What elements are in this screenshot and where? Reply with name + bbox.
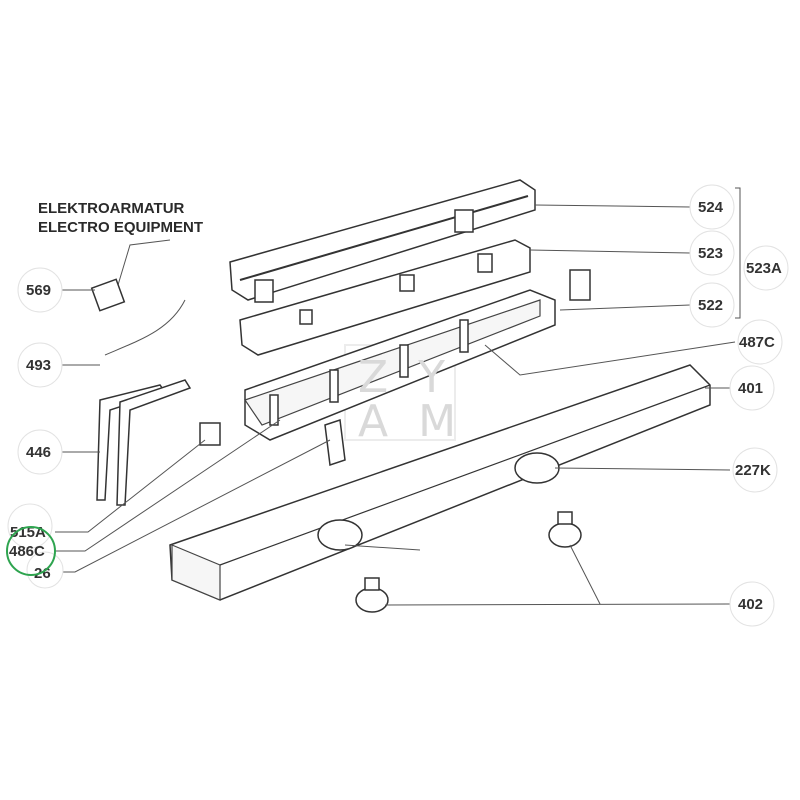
- highlight-circle: [6, 526, 56, 576]
- label-401: 401: [729, 365, 775, 411]
- label-227K: 227K: [732, 447, 778, 493]
- part-401-panel: [169, 364, 711, 601]
- part-26: [324, 418, 346, 467]
- svg-text:523: 523: [698, 245, 723, 262]
- svg-text:524: 524: [698, 199, 724, 216]
- svg-text:401: 401: [738, 380, 763, 397]
- part-522-housing: [244, 269, 591, 441]
- part-569-plug: [90, 239, 171, 312]
- label-487C: 487C: [737, 319, 783, 365]
- label-493: 493: [17, 342, 63, 388]
- label-569: 569: [17, 267, 63, 313]
- label-524: 524: [689, 184, 735, 230]
- svg-text:522: 522: [698, 297, 723, 314]
- label-446: 446: [17, 429, 63, 475]
- leader-lines: [55, 187, 741, 606]
- svg-text:493: 493: [26, 357, 51, 374]
- svg-text:227K: 227K: [735, 462, 771, 479]
- label-515A: 515A: [7, 503, 53, 549]
- title-line1: ELEKTROARMATUR: [38, 200, 185, 217]
- title-line2: ELECTRO EQUIPMENT: [38, 219, 203, 236]
- part-515A: [199, 422, 221, 446]
- label-523: 523: [689, 230, 735, 276]
- part-523-board: [239, 239, 531, 356]
- label-523A: 523A: [743, 245, 789, 291]
- svg-text:523A: 523A: [746, 260, 782, 277]
- watermark-line1: ZY: [358, 352, 475, 403]
- svg-text:446: 446: [26, 444, 51, 461]
- watermark-line2: AM: [358, 396, 486, 447]
- part-402-knobs: [355, 511, 582, 613]
- label-522: 522: [689, 282, 735, 328]
- svg-text:487C: 487C: [739, 334, 775, 351]
- label-486C: 486C: [6, 526, 56, 576]
- part-493-wire: [104, 299, 186, 356]
- svg-text:402: 402: [738, 596, 763, 613]
- part-446-hoses: [96, 379, 192, 506]
- part-524-cover: [229, 179, 536, 303]
- svg-text:486C: 486C: [9, 543, 45, 560]
- svg-text:569: 569: [26, 282, 51, 299]
- label-402: 402: [729, 581, 775, 627]
